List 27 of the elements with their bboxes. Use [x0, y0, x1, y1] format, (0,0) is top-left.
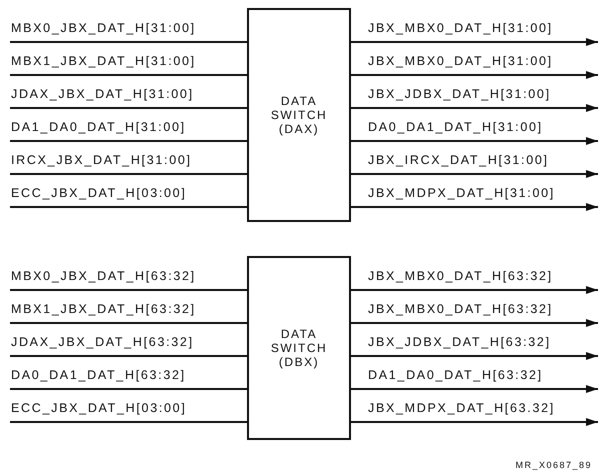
signal-arrow [351, 385, 598, 393]
signal-arrow [351, 170, 598, 178]
signal-arrow [351, 319, 598, 327]
switch-label: DATA SWITCH (DAX) [270, 94, 328, 136]
switch-box [247, 256, 351, 440]
signal-line [10, 289, 247, 291]
signal-arrow [351, 104, 598, 112]
signal-line [10, 41, 247, 43]
signal-line [10, 206, 247, 208]
signal-arrow [351, 38, 598, 46]
signal-line [10, 107, 247, 109]
signal-arrow [351, 352, 598, 360]
signal-line [10, 322, 247, 324]
signal-line [10, 140, 247, 142]
signal-line [10, 388, 247, 390]
signal-arrow [351, 137, 598, 145]
signal-arrow [351, 71, 598, 79]
figure-code: MR_X0687_89 [515, 460, 592, 470]
signal-line [10, 421, 247, 423]
signal-arrow [351, 286, 598, 294]
signal-line [10, 74, 247, 76]
signal-arrow [351, 418, 598, 426]
signal-line [10, 173, 247, 175]
signal-arrow [351, 203, 598, 211]
switch-label: DATA SWITCH (DBX) [270, 327, 328, 369]
switch-box [247, 8, 351, 222]
signal-line [10, 355, 247, 357]
